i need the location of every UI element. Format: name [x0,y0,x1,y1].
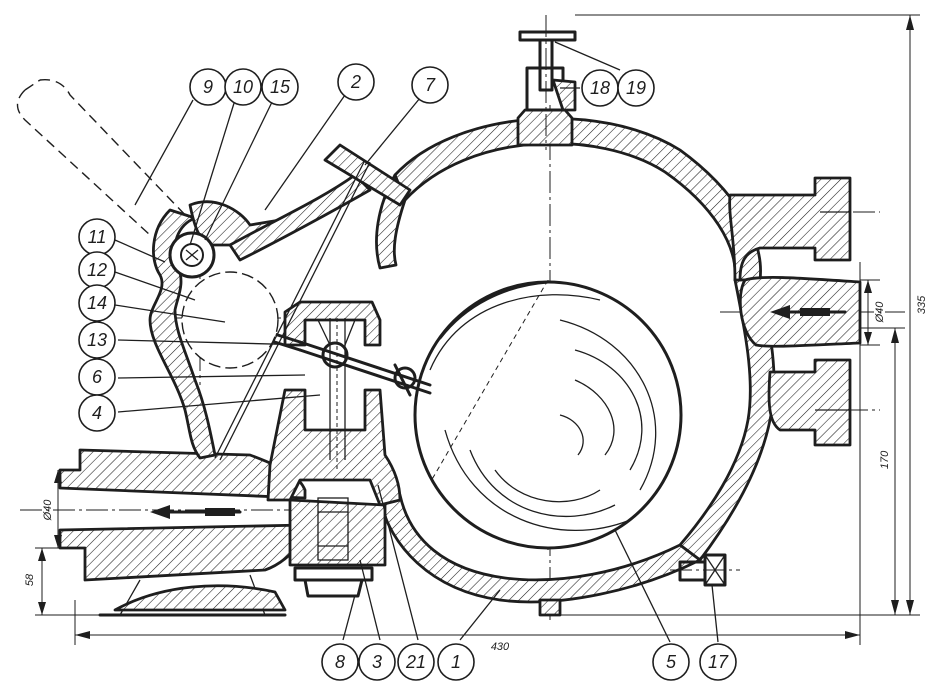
dimension-lines [35,14,920,645]
svg-text:1: 1 [451,652,461,672]
svg-text:5: 5 [666,652,677,672]
svg-text:11: 11 [88,227,107,247]
callout-5: 5 [652,643,690,681]
callout-9: 9 [189,68,227,106]
callout-3: 3 [358,643,396,681]
vent-cock [516,15,577,150]
svg-text:14: 14 [87,293,107,313]
callout-12: 12 [78,251,116,289]
callout-14: 14 [78,284,116,322]
dim-inlet-height: 170 [879,450,891,469]
svg-text:8: 8 [335,652,345,672]
svg-text:7: 7 [425,75,436,95]
svg-text:6: 6 [92,367,103,387]
svg-text:17: 17 [708,652,729,672]
leader-lines [114,41,719,643]
counterweight [181,271,279,369]
svg-text:21: 21 [405,652,426,672]
dim-overall-height: 335 [916,295,928,314]
hand-lever [16,78,412,461]
callout-4: 4 [78,394,116,432]
callout-8: 8 [321,643,359,681]
callout-11: 11 [78,218,116,256]
svg-text:4: 4 [92,403,102,423]
callout-7: 7 [411,66,449,104]
svg-text:12: 12 [87,260,107,280]
callout-6: 6 [78,358,116,396]
dim-inlet-diameter: Ø40 [874,301,886,324]
dim-overall-width: 430 [491,641,510,653]
drain-plug [670,553,740,587]
valve-body [375,116,776,617]
svg-text:13: 13 [87,330,107,350]
dim-outlet-height: 58 [24,573,36,586]
callout-13: 13 [78,321,116,359]
float-ball [413,280,683,550]
svg-text:9: 9 [203,77,213,97]
svg-text:18: 18 [590,78,610,98]
callout-17: 17 [699,643,737,681]
callout-2: 2 [337,63,375,101]
callout-10: 10 [224,68,262,106]
svg-text:19: 19 [626,78,646,98]
svg-text:15: 15 [270,77,291,97]
svg-text:3: 3 [372,652,382,672]
callouts: 9 10 15 2 7 18 19 11 [78,63,737,681]
callout-15: 15 [261,68,299,106]
callout-21: 21 [397,643,435,681]
svg-text:10: 10 [233,77,253,97]
svg-text:2: 2 [350,72,361,92]
dim-outlet-diameter: Ø40 [42,499,54,522]
callout-1: 1 [437,643,475,681]
flow-arrows [150,305,847,519]
dimension-labels: 430 335 170 58 Ø40 Ø40 [24,295,928,653]
callout-18: 18 [581,69,619,107]
callout-19: 19 [617,69,655,107]
